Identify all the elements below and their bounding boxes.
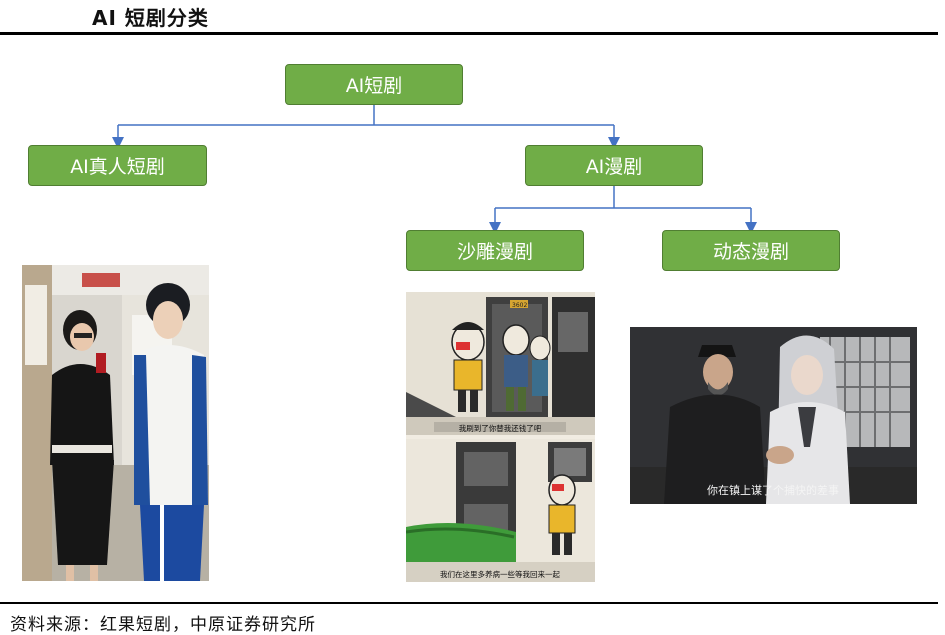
page-title: AI 短剧分类 xyxy=(92,6,209,30)
top-divider xyxy=(0,32,938,35)
node-sandiao-manju: 沙雕漫剧 xyxy=(406,230,584,271)
sandiao-top-caption: 我刷到了你替我还钱了吧 xyxy=(459,423,542,433)
dynamic-caption: 你在镇上谋了个捕快的差事 xyxy=(707,483,839,497)
node-ai-manju: AI漫剧 xyxy=(525,145,703,186)
node-dynamic-manju: 动态漫剧 xyxy=(662,230,840,271)
source-note: 资料来源：红果短剧，中原证券研究所 xyxy=(10,615,316,635)
bottom-divider xyxy=(0,602,938,604)
sandiao-manju-image: 3602 我刷到了你替我还钱了吧 我们在这里多养病一些 xyxy=(406,292,595,582)
real-person-drama-image xyxy=(22,265,209,581)
dynamic-manju-image: 你在镇上谋了个捕快的差事 xyxy=(630,327,917,504)
node-ai-short-drama: AI短剧 xyxy=(285,64,463,105)
door-number: 3602 xyxy=(512,302,527,309)
sandiao-bottom-caption: 我们在这里多养病一些等我回来一起 xyxy=(440,569,560,579)
node-ai-real-person-drama: AI真人短剧 xyxy=(28,145,207,186)
